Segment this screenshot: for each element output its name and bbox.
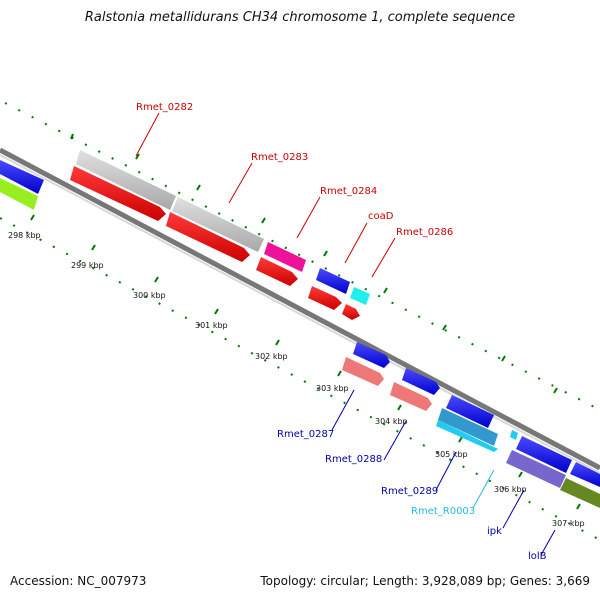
topology-summary-text: Topology: circular; Length: 3,928,089 bp… [260,574,590,588]
gene-feature-rmet-0286[interactable] [350,287,370,305]
scale-label: 301 kbp [195,321,228,330]
gene-feature-rmet-0287[interactable] [353,342,390,368]
gene-feature-red-arrow[interactable] [256,257,298,286]
gene-label-rmet-r0003[interactable]: Rmet_R0003 [411,506,475,517]
gene-label-coad[interactable]: coaD [368,211,394,222]
gene-feature-red-arrow[interactable] [342,304,360,320]
gene-feature-rmet-r0003[interactable] [510,430,518,440]
scale-label: 307 kbp [552,519,585,528]
accession-text: Accession: NC_007973 [10,574,147,588]
gene-label-ipk[interactable]: ipk [487,526,502,537]
outer-major-ticks [70,133,558,394]
gene-label-rmet-0282[interactable]: Rmet_0282 [136,102,193,113]
scale-label: 304 kbp [375,417,408,426]
scale-label: 306 kbp [494,485,527,494]
gene-feature-olive[interactable] [560,478,600,508]
gene-feature-rmet-0284[interactable] [264,242,306,272]
bottom-gene-labels: Rmet_0287 Rmet_0288 Rmet_0289 Rmet_R0003… [277,389,556,562]
gene-label-rmet-0288[interactable]: Rmet_0288 [325,454,382,465]
gene-feature-pink-arrow[interactable] [390,382,432,411]
gene-feature-blue[interactable] [0,160,44,194]
gene-feature-rmet-0282[interactable] [76,150,176,210]
gene-label-rmet-0287[interactable]: Rmet_0287 [277,429,334,440]
backbone-outer [0,147,600,471]
inner-major-ticks [30,214,581,510]
gene-feature-coad[interactable] [316,268,350,294]
gene-features [0,150,600,508]
scale-label: 305 kbp [435,450,468,459]
gene-feature-red-arrow[interactable] [308,286,342,310]
gene-feature-purple[interactable] [506,450,566,488]
gene-feature-pink-arrow[interactable] [342,357,384,386]
outer-dotted-ring [4,102,600,411]
scale-label: 298 kbp [8,231,41,240]
gene-feature-rmet-0289[interactable] [446,395,494,428]
gene-feature-lolb[interactable] [570,462,600,487]
scale-label: 300 kbp [133,291,166,300]
gene-feature-ipk[interactable] [516,436,572,473]
gene-label-rmet-0283[interactable]: Rmet_0283 [251,152,308,163]
scale-labels: 298 kbp 299 kbp 300 kbp 301 kbp 302 kbp … [8,231,585,528]
gene-label-lolb[interactable]: lolB [528,551,547,562]
gene-label-rmet-0286[interactable]: Rmet_0286 [396,227,453,238]
scale-label: 303 kbp [316,384,349,393]
gene-label-rmet-0289[interactable]: Rmet_0289 [381,486,438,497]
scale-label: 302 kbp [255,352,288,361]
scale-label: 299 kbp [71,261,104,270]
gene-feature-red-arrow[interactable] [166,212,250,262]
gene-feature-green[interactable] [0,178,38,210]
gene-feature-teal[interactable] [438,408,498,446]
gene-feature-cyan-strip[interactable] [436,420,498,452]
top-gene-labels: Rmet_0282 Rmet_0283 Rmet_0284 coaD Rmet_… [135,102,453,278]
map-title: Ralstonia metallidurans CH34 chromosome … [84,10,516,25]
gene-feature-rmet-0283[interactable] [172,197,264,252]
gene-label-rmet-0284[interactable]: Rmet_0284 [320,186,377,197]
backbone-inner [0,154,600,474]
gene-feature-rmet-0288[interactable] [402,368,440,395]
gene-feature-red-arrow[interactable] [70,166,166,221]
